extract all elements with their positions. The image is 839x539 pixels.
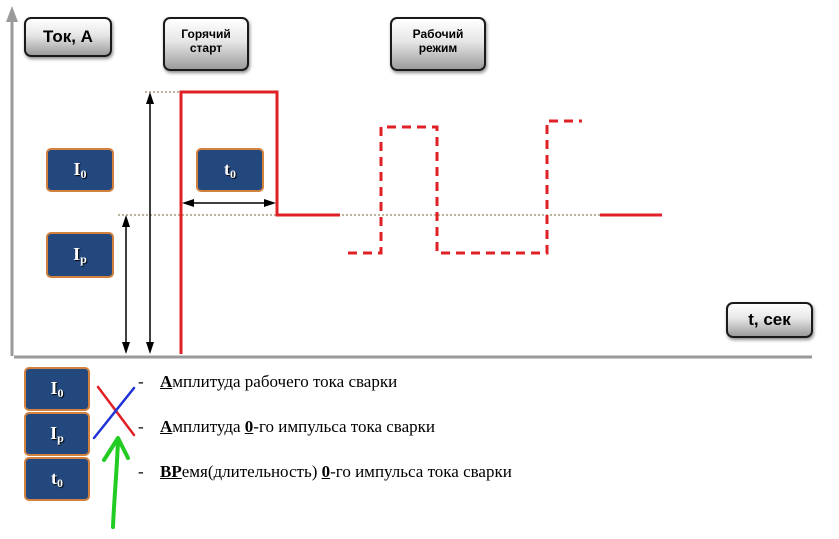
legend-text: мплитуда [172, 417, 245, 436]
working-mode-pulses [348, 119, 582, 255]
ip-symbol-box: Ip [46, 232, 114, 278]
ip-arrowhead-top [122, 215, 130, 227]
t0-arrowhead-left [182, 199, 194, 207]
legend-ip-box: Ip [24, 412, 90, 456]
legend-text: емя(длительность) [181, 462, 322, 481]
current-axis-text: Ток, А [43, 27, 93, 46]
t0-sub: 0 [230, 166, 236, 181]
legend-row-ip: -Амплитуда 0-го импульса тока сварки [138, 417, 435, 437]
i0-symbol-box: I0 [46, 148, 114, 192]
hot-start-line1: Горячий [181, 27, 231, 41]
legend-text-rest: -го импульса тока сварки [253, 417, 436, 436]
legend-row-i0: -Амплитуда рабочего тока сварки [138, 372, 397, 392]
legend-i0-sub: 0 [57, 385, 64, 400]
legend-i0-main: I [50, 377, 58, 398]
current-axis-label: Ток, А [24, 17, 112, 57]
legend-ip-sub: p [57, 430, 64, 445]
legend-dash: - [138, 462, 144, 481]
legend-text-rest: -го импульса тока сварки [330, 462, 512, 481]
legend-t0-sub: 0 [57, 475, 63, 490]
ip-arrowhead-bottom [122, 342, 130, 354]
ip-main: I [73, 243, 81, 264]
work-mode-line1: Рабочий [412, 27, 464, 41]
work-mode-label: Рабочий режим [390, 17, 486, 71]
i0-main: I [73, 158, 81, 179]
legend-ip-main: I [50, 422, 58, 443]
time-axis-text: t, сек [748, 310, 791, 329]
legend-t0-box: t0 [24, 457, 90, 501]
green-arrow [102, 436, 130, 529]
t0-arrowhead-right [264, 199, 276, 207]
hot-start-line2: старт [189, 41, 223, 55]
legend-text: мплитуда рабочего тока сварки [172, 372, 398, 391]
t0-main: t [224, 158, 230, 179]
i0-arrowhead-top [146, 92, 154, 104]
time-axis-label: t, сек [726, 302, 813, 338]
hot-start-pulse [179, 90, 340, 354]
legend-dash: - [138, 372, 144, 391]
blue-cross-stroke [92, 386, 136, 440]
legend-highlight: А [160, 372, 173, 391]
legend-t0-main: t [51, 467, 57, 488]
work-mode-line2: режим [418, 41, 458, 55]
legend-i0-box: I0 [24, 367, 90, 411]
i0-arrowhead-bottom [146, 342, 154, 354]
y-axis-arrow [6, 6, 18, 22]
legend-highlight-zero: 0 [244, 417, 254, 436]
legend-highlight-zero: 0 [321, 462, 331, 481]
legend-row-t0: -ВРемя(длительность) 0-го импульса тока … [138, 462, 512, 482]
legend-highlight: А [160, 417, 173, 436]
t0-symbol-box: t0 [196, 148, 264, 192]
hot-start-label: Горячий старт [163, 17, 249, 71]
legend-dash: - [138, 417, 144, 436]
legend-highlight: ВР [160, 462, 182, 481]
i0-sub: 0 [80, 166, 87, 181]
ip-sub: p [80, 251, 87, 266]
